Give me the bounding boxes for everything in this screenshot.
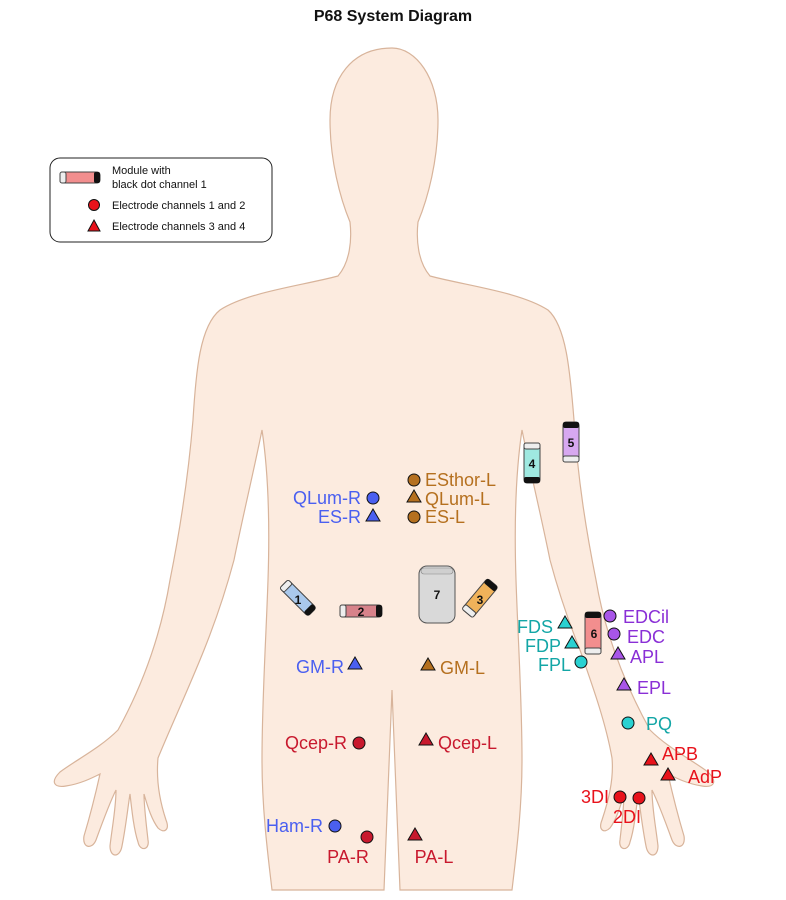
electrode-fdp-marker: [564, 635, 580, 649]
electrode-apl-marker: [610, 646, 626, 660]
legend-triangle-label: Electrode channels 3 and 4: [112, 221, 245, 233]
electrode-pa-r-marker: [360, 830, 374, 844]
electrode-fds-label: FDS: [517, 617, 553, 637]
legend-circle-label: Electrode channels 1 and 2: [112, 200, 245, 212]
electrode-2di-label: 2DI: [613, 807, 641, 827]
electrode-adp-marker: [660, 767, 676, 781]
electrode-esthor-l-marker: [407, 473, 421, 487]
electrode-qlum-r-label: QLum-R: [293, 488, 361, 508]
module-7: [418, 565, 456, 624]
legend-module-label-2: black dot channel 1: [112, 179, 207, 191]
module-2: [339, 604, 383, 618]
electrode-fds-marker: [557, 615, 573, 629]
legend-box: [49, 157, 273, 243]
electrode-qcep-r-marker: [352, 736, 366, 750]
electrode-ham-r-label: Ham-R: [266, 816, 323, 836]
legend-triangle-icon: [87, 218, 101, 232]
electrode-3di-marker: [613, 790, 627, 804]
electrode-gm-l-label: GM-L: [440, 658, 485, 678]
electrode-qlum-l-label: QLum-L: [425, 489, 490, 509]
electrode-epl-label: EPL: [637, 678, 671, 698]
legend-module-icon: [59, 171, 101, 184]
body-outline: [53, 47, 715, 891]
electrode-qcep-r-label: Qcep-R: [285, 733, 347, 753]
electrode-es-r-label: ES-R: [318, 507, 361, 527]
electrode-fdp-label: FDP: [525, 636, 561, 656]
electrode-qcep-l-label: Qcep-L: [438, 733, 497, 753]
electrode-gm-r-label: GM-R: [296, 657, 344, 677]
electrode-3di-label: 3DI: [581, 787, 609, 807]
electrode-ham-r-marker: [328, 819, 342, 833]
electrode-es-l-marker: [407, 510, 421, 524]
electrode-pq-marker: [621, 716, 635, 730]
module-5: [562, 421, 580, 463]
electrode-apb-marker: [643, 752, 659, 766]
electrode-epl-marker: [616, 677, 632, 691]
module-4: [523, 442, 541, 484]
electrode-gm-r-marker: [347, 656, 363, 670]
electrode-es-l-label: ES-L: [425, 507, 465, 527]
electrode-qlum-r-marker: [366, 491, 380, 505]
electrode-edc-label: EDC: [627, 627, 665, 647]
module-7-number: 7: [434, 588, 441, 602]
electrode-gm-l-marker: [420, 657, 436, 671]
electrode-esthor-l-label: ESthor-L: [425, 470, 496, 490]
electrode-edcil-label: EDCil: [623, 607, 669, 627]
body-silhouette: [53, 47, 715, 891]
module-6-number: 6: [591, 627, 598, 641]
electrode-adp-label: AdP: [688, 767, 722, 787]
module-3: [462, 578, 498, 618]
legend-circle-icon: [88, 199, 100, 211]
electrode-2di-marker: [632, 791, 646, 805]
electrode-qlum-l-marker: [406, 489, 422, 503]
legend: Module with black dot channel 1 Electrod…: [49, 157, 273, 243]
electrode-fpl-marker: [574, 655, 588, 669]
electrode-pa-r-label: PA-R: [327, 847, 369, 867]
electrode-es-r-marker: [365, 508, 381, 522]
module-1: [279, 579, 316, 616]
module-4-number: 4: [529, 457, 536, 471]
module-3-number: 3: [477, 593, 484, 607]
module-2-number: 2: [358, 605, 365, 619]
electrode-apb-label: APB: [662, 744, 698, 764]
electrode-qcep-l-marker: [418, 732, 434, 746]
electrode-fpl-label: FPL: [538, 655, 571, 675]
electrode-edcil-marker: [603, 609, 617, 623]
electrode-pa-l-label: PA-L: [415, 847, 454, 867]
legend-module-label: Module with: [112, 165, 171, 177]
electrode-apl-label: APL: [630, 647, 664, 667]
module-5-number: 5: [568, 436, 575, 450]
electrode-pa-l-marker: [407, 827, 423, 841]
module-6: [584, 611, 602, 655]
electrode-pq-label: PQ: [646, 714, 672, 734]
module-1-number: 1: [295, 593, 302, 607]
electrode-edc-marker: [607, 627, 621, 641]
diagram-title: P68 System Diagram: [313, 8, 473, 25]
